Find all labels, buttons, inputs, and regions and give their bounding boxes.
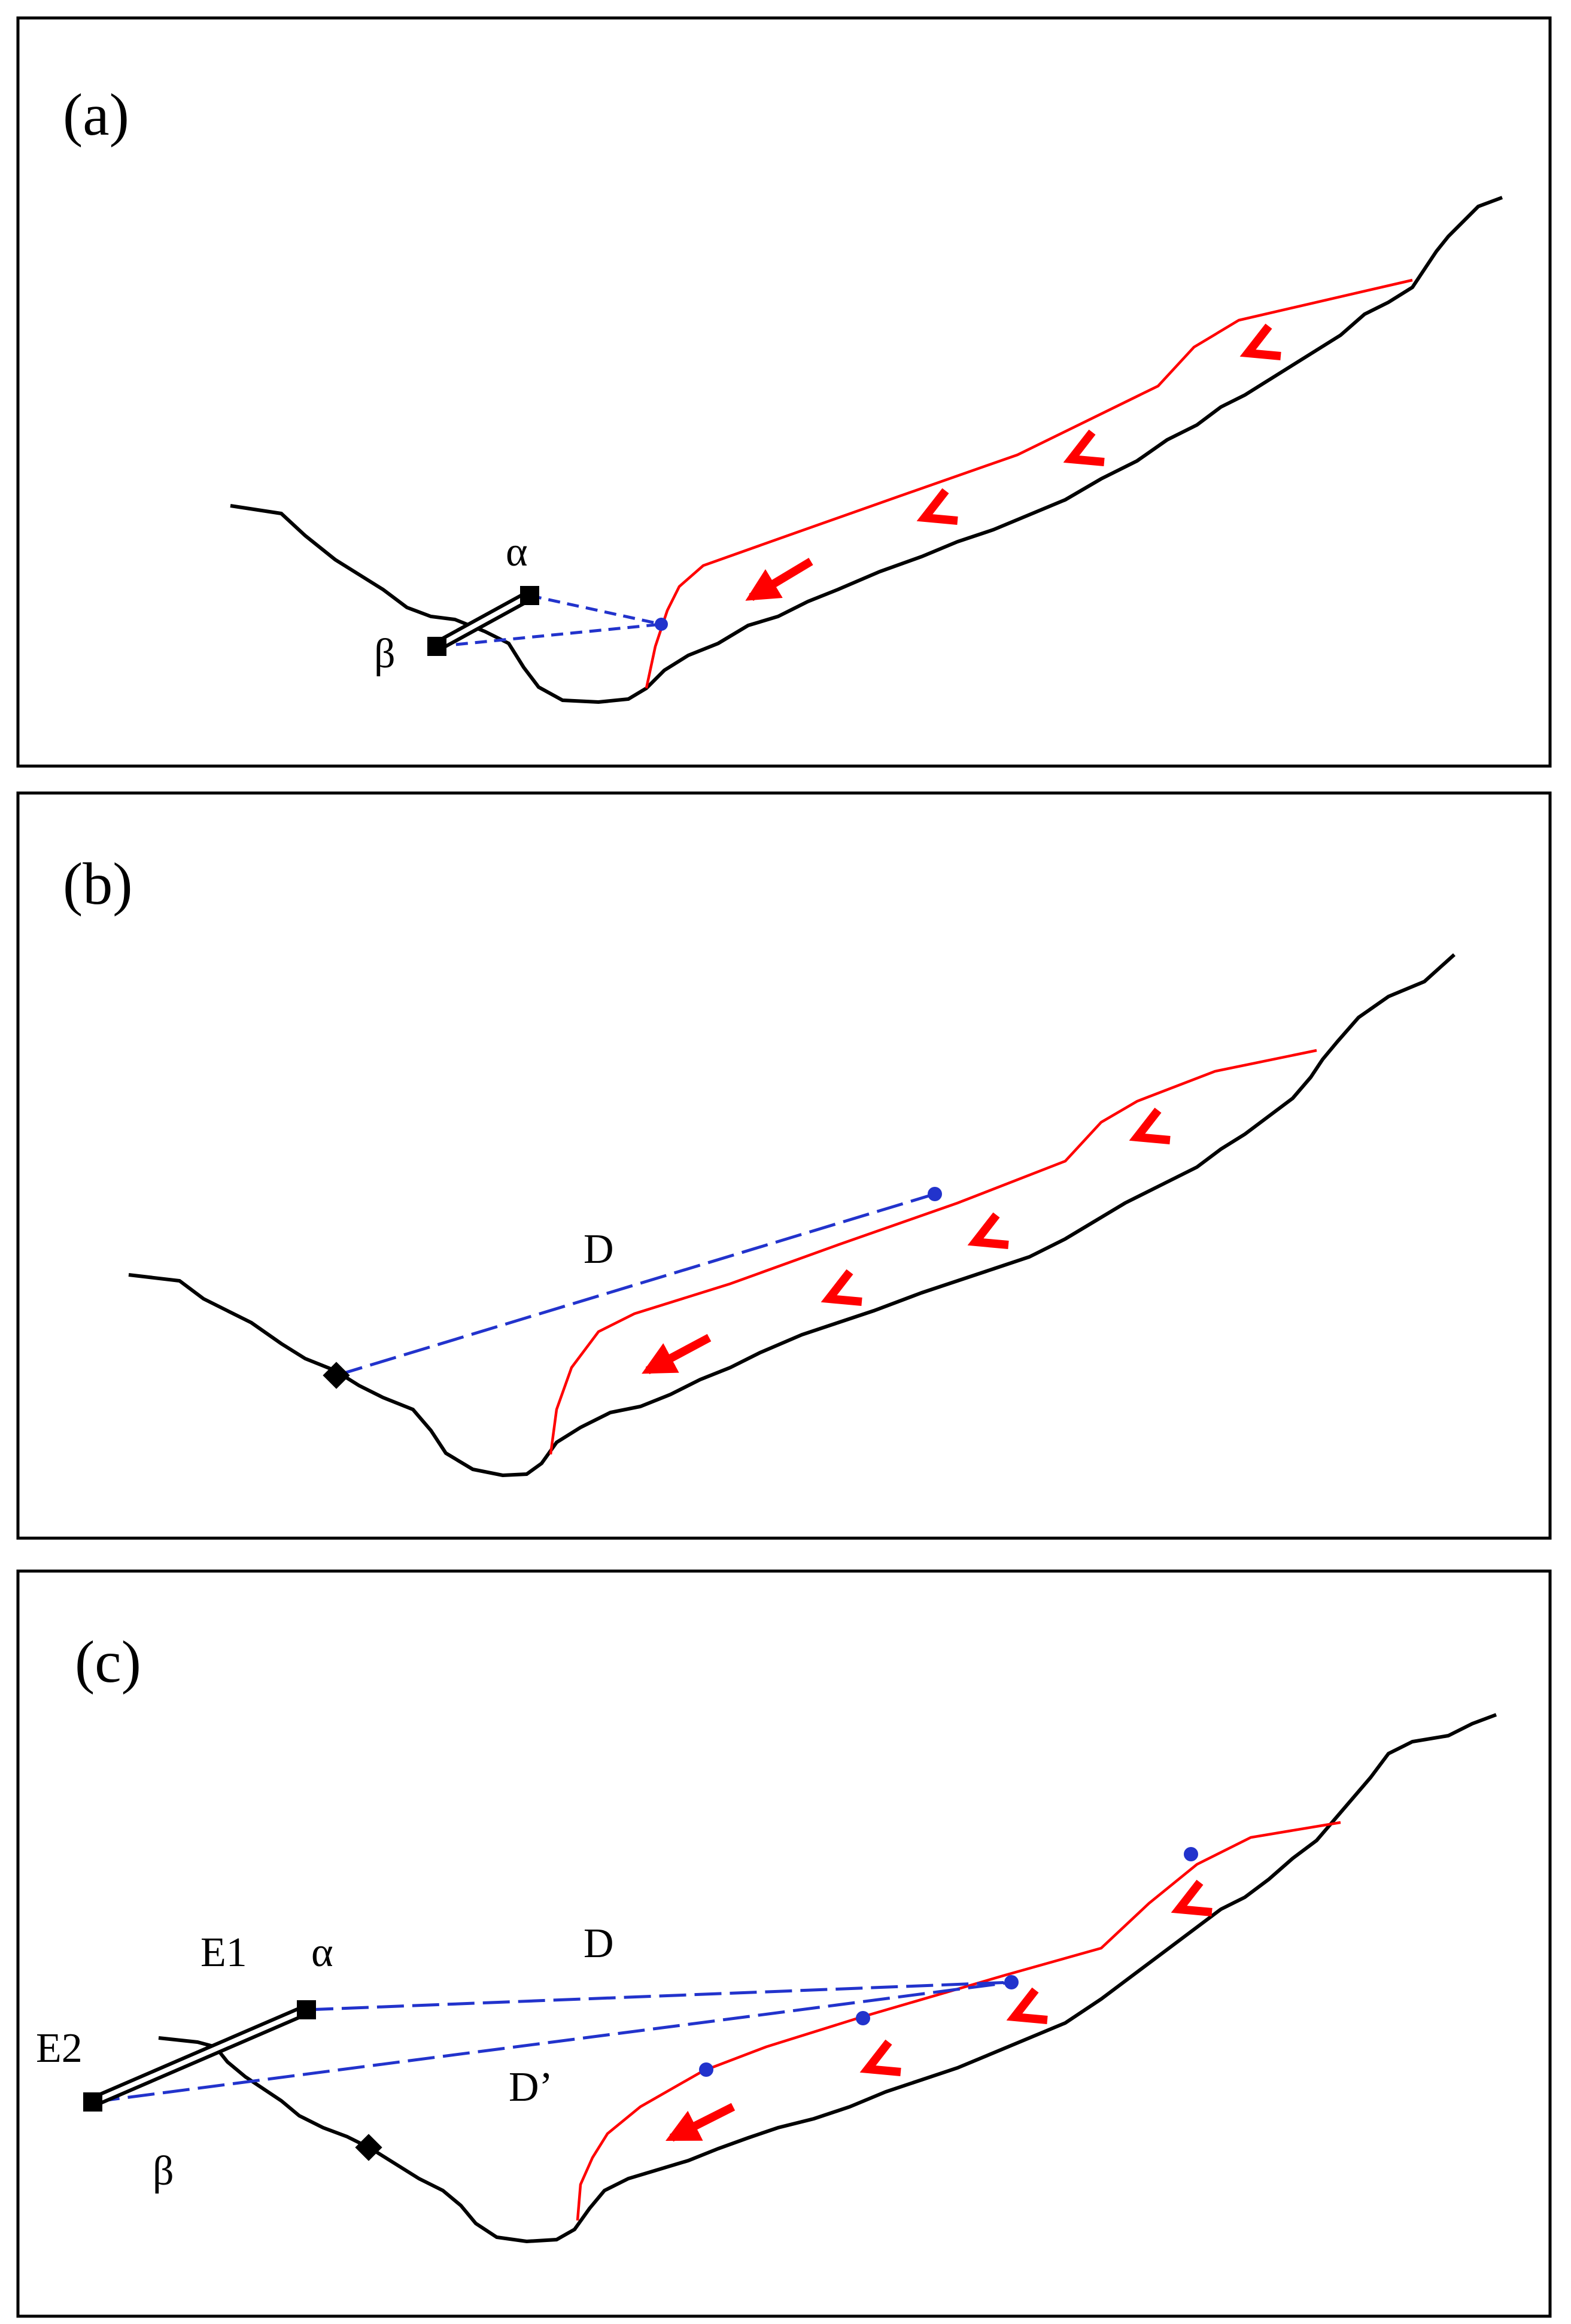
station-marker <box>355 2134 382 2161</box>
instrument-baseline <box>83 2000 316 2112</box>
station-beta-marker <box>427 637 446 656</box>
station-e2-marker <box>83 2092 102 2112</box>
panel-a-frame <box>16 16 1552 768</box>
observation-point <box>699 2062 713 2077</box>
terrain-profile <box>128 953 1456 1478</box>
flow-arrow <box>916 488 958 525</box>
panel-c: (c) E1 α E2 β D D’ <box>16 1569 1552 2318</box>
distance-label: D <box>584 1921 614 1967</box>
instrument-baseline <box>427 586 539 656</box>
panel-b-label: (b) <box>63 850 133 917</box>
observation-point <box>856 2011 870 2025</box>
flow-arrow <box>1129 1107 1171 1144</box>
flow-arrow <box>967 1212 1009 1249</box>
flow-outline <box>549 1049 1317 1455</box>
target-point <box>928 1187 942 1201</box>
flow-arrow <box>821 1269 862 1306</box>
station-marker <box>323 1362 350 1389</box>
flow-arrows <box>745 323 1281 601</box>
flow-arrow <box>1171 1879 1213 1916</box>
alpha-label: α <box>506 529 528 575</box>
target-point <box>1004 1975 1019 1989</box>
station-e1-marker <box>297 2000 316 2019</box>
panel-c-frame <box>16 1569 1552 2318</box>
beta-label: β <box>374 631 396 677</box>
panel-a-label: (a) <box>63 81 129 148</box>
flow-outline <box>576 1821 1341 2221</box>
panel-b-frame <box>16 791 1552 1540</box>
flow-outline <box>645 278 1413 689</box>
beta-label: β <box>153 2148 174 2194</box>
flow-arrow <box>859 2039 901 2076</box>
flow-arrow <box>642 1333 712 1375</box>
panel-a: (a) α β <box>16 16 1552 768</box>
station-alpha-marker <box>520 586 539 605</box>
flow-arrows <box>666 1879 1213 2142</box>
distance-line-prime <box>92 1980 1012 2104</box>
alpha-label: α <box>311 1930 333 1976</box>
distance-label: D <box>584 1226 614 1272</box>
target-point <box>655 618 668 631</box>
sightline-alpha <box>529 594 662 626</box>
flow-arrow <box>1239 323 1281 360</box>
e1-label: E1 <box>200 1930 247 1976</box>
observation-point <box>1184 1847 1198 1861</box>
flow-arrow <box>1063 429 1105 466</box>
distance-line <box>336 1192 935 1377</box>
flow-arrows <box>642 1107 1171 1375</box>
distance-line <box>306 1980 1012 2012</box>
panel-b: (b) D <box>16 791 1552 1540</box>
flow-arrow <box>1006 1987 1048 2024</box>
flow-arrow <box>745 557 813 601</box>
panel-c-label: (c) <box>75 1629 141 1695</box>
terrain-profile <box>158 1713 1497 2244</box>
e2-label: E2 <box>36 2025 83 2071</box>
flow-arrow <box>666 2103 736 2142</box>
distance-prime-label: D’ <box>509 2064 553 2110</box>
terrain-profile <box>230 196 1503 704</box>
